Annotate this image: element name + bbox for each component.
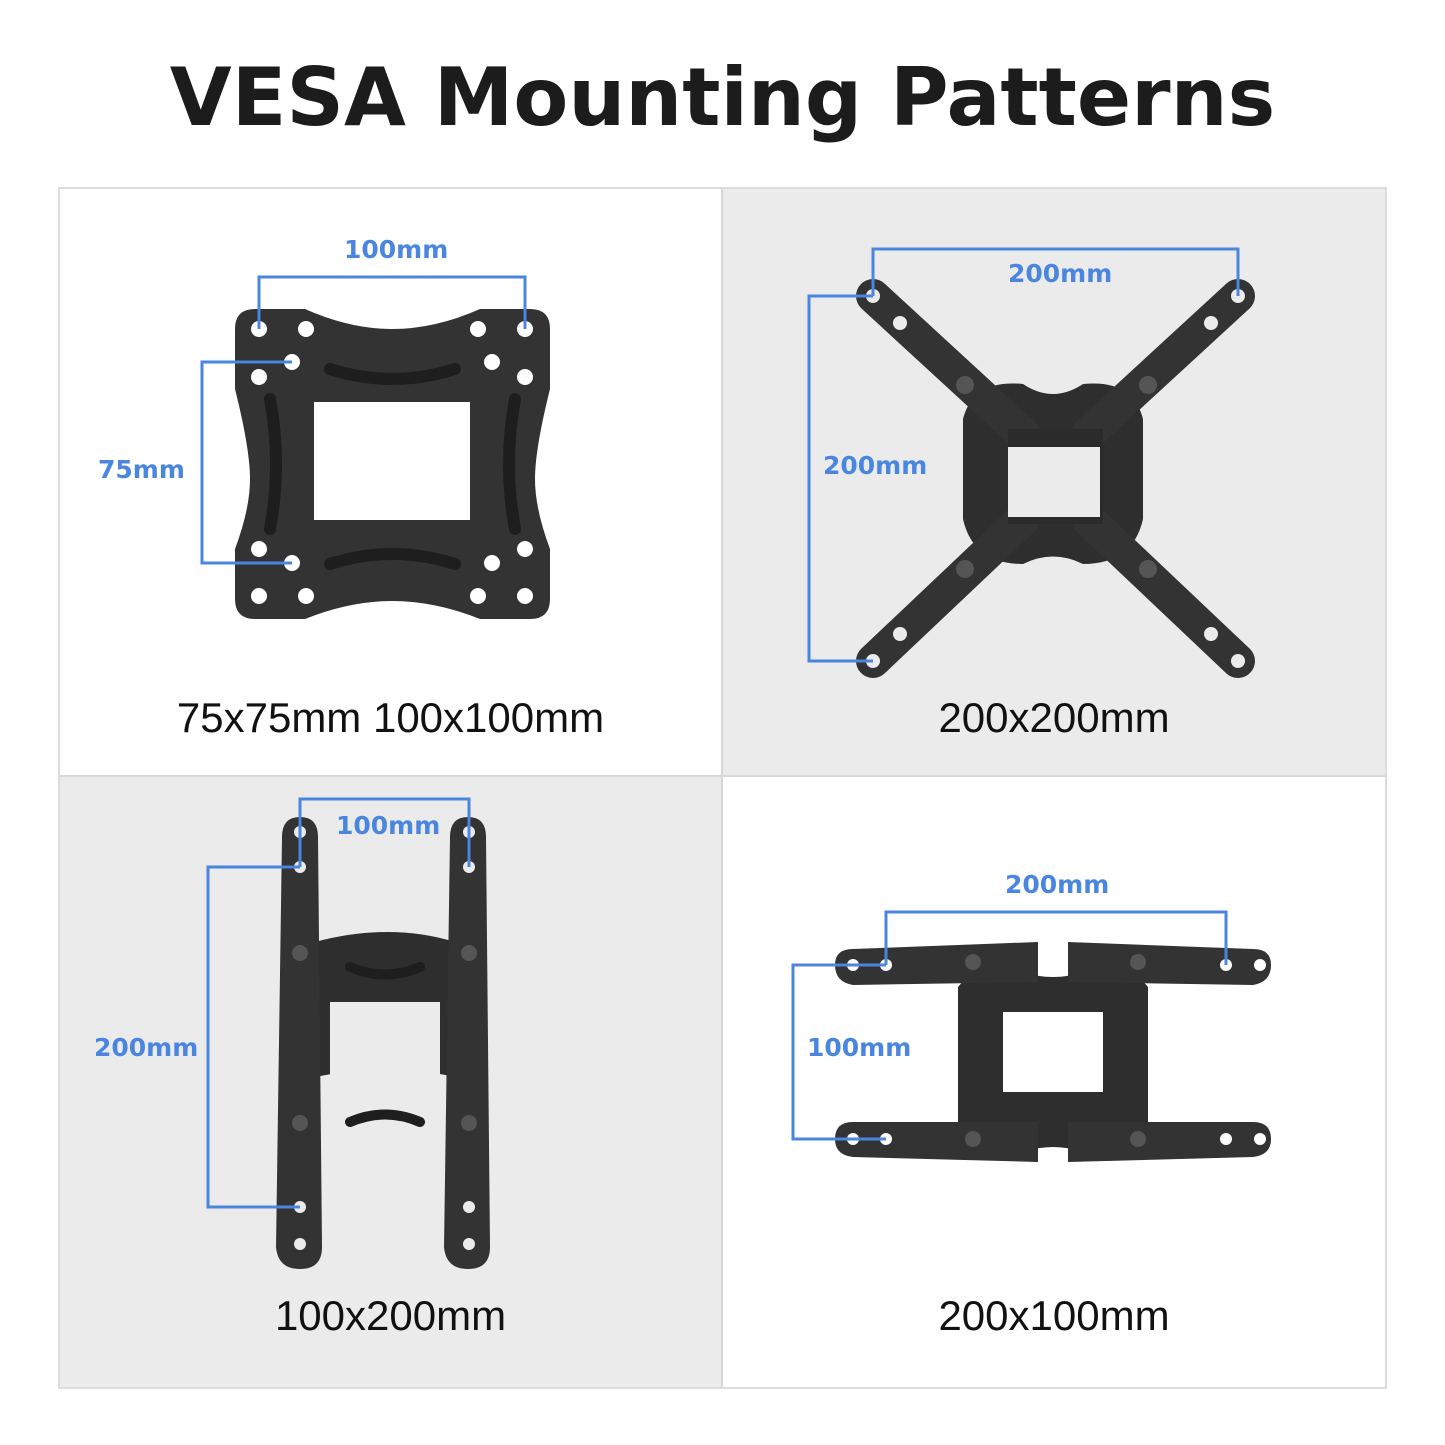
horizontal-dimension-label: 200mm <box>1008 259 1113 288</box>
vertical-dimension-label: 200mm <box>94 1033 199 1062</box>
vertical-dimension-label: 200mm <box>823 451 928 480</box>
page-title: VESA Mounting Patterns <box>169 51 1276 144</box>
horizontal-dimension-label: 100mm <box>344 235 449 264</box>
patterns-grid: 100mm 75mm 75x75mm 100x100mm <box>58 187 1387 1389</box>
horizontal-dimension-label: 200mm <box>1005 870 1110 899</box>
vertical-arms-bracket-icon <box>206 797 490 1269</box>
panel-caption: 200x100mm <box>938 1292 1170 1339</box>
panel-75x75-100x100: 100mm 75mm 75x75mm 100x100mm <box>60 189 723 777</box>
horizontal-arms-bracket-icon <box>791 910 1271 1162</box>
panel-100x200: 100mm 200mm 100x200mm <box>60 777 723 1387</box>
panel-caption: 75x75mm 100x100mm <box>176 694 605 741</box>
panel-caption: 100x200mm <box>274 1292 507 1339</box>
vertical-dimension-label: 100mm <box>807 1033 912 1062</box>
panel-200x200: 200mm 200mm 200x200mm <box>723 189 1385 777</box>
horizontal-dimension-label: 100mm <box>336 811 441 840</box>
panel-caption: 200x200mm <box>938 694 1170 741</box>
x-bracket-icon <box>807 247 1255 678</box>
panel-200x100: 200mm 100mm 200x100mm <box>723 777 1385 1387</box>
square-plate-icon <box>200 275 550 619</box>
vertical-dimension-label: 75mm <box>98 455 185 484</box>
